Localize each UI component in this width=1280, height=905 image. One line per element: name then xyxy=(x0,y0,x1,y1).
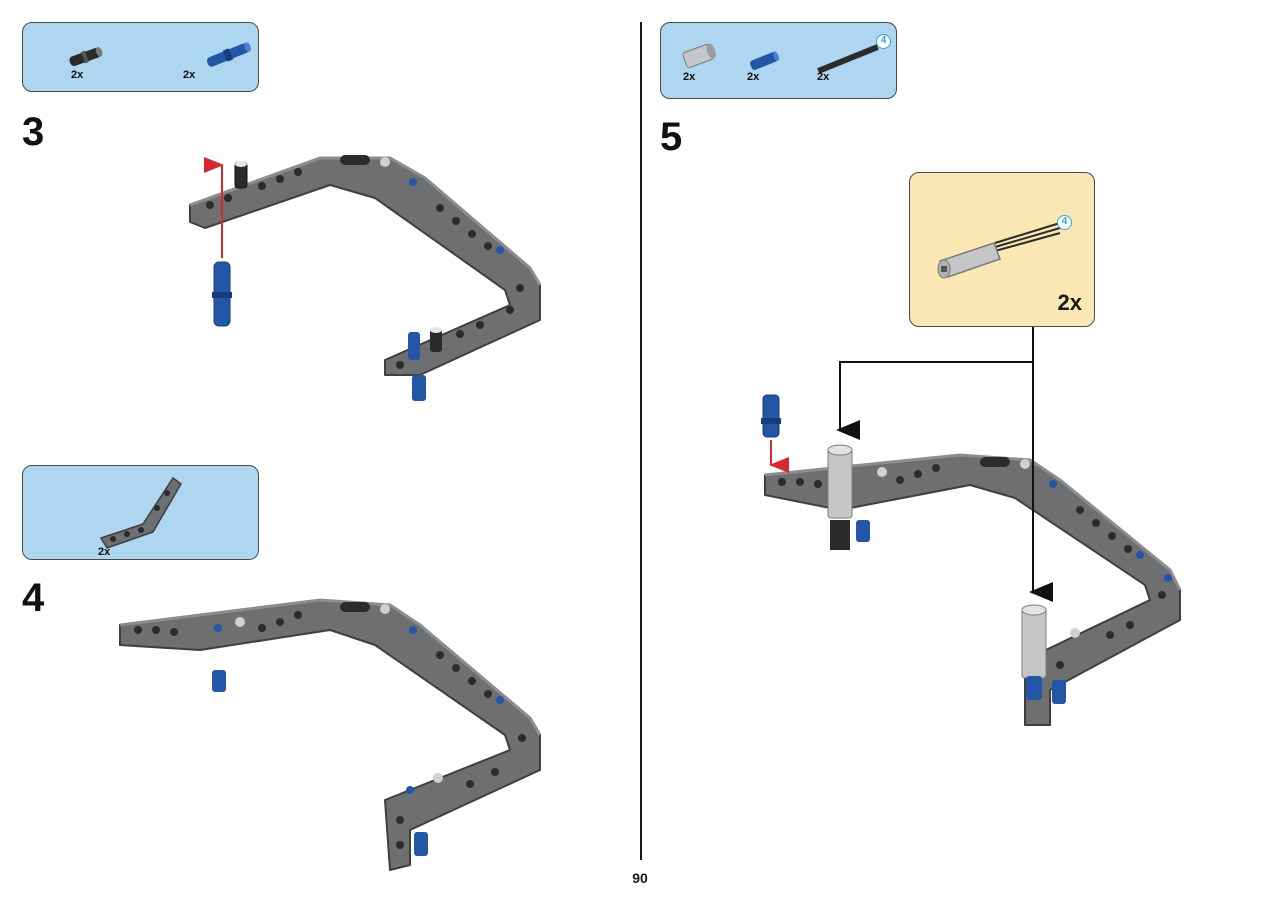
black-friction-pin-icon xyxy=(69,42,251,67)
part-qty: 2x xyxy=(71,69,84,81)
step-4-model xyxy=(119,598,542,871)
angled-beam-icon xyxy=(99,476,182,549)
step-4-parts-box: 2x xyxy=(22,465,259,560)
part-qty: 2x xyxy=(98,546,111,558)
axle-connector-icon xyxy=(682,43,716,68)
step-number: 5 xyxy=(660,115,683,159)
step-5-parts-box: 2x 2x 2x 4 xyxy=(660,22,897,99)
blue-axle-pin-icon xyxy=(206,42,251,67)
part-qty: 2x xyxy=(183,69,196,81)
step-number: 4 xyxy=(22,576,45,620)
part-qty: 2x xyxy=(817,71,830,83)
axle-with-connector-icon xyxy=(937,222,1061,279)
part-qty: 2x xyxy=(747,71,760,83)
step-3-parts-box: 2x 2x xyxy=(22,22,259,92)
blue-axle-pin-icon xyxy=(750,51,780,70)
step-3-model xyxy=(189,155,542,401)
part-qty: 2x xyxy=(683,71,696,83)
step-5-model xyxy=(761,327,1182,726)
axle-length-badge: 4 xyxy=(876,34,891,49)
page-number: 90 xyxy=(632,870,648,886)
subassembly-box: 4 2x xyxy=(909,172,1095,327)
step-number: 3 xyxy=(22,110,45,154)
subassembly-qty: 2x xyxy=(1057,290,1082,315)
black-axle-icon xyxy=(817,44,879,74)
page-divider xyxy=(640,22,642,860)
axle-length-badge: 4 xyxy=(1057,215,1072,230)
